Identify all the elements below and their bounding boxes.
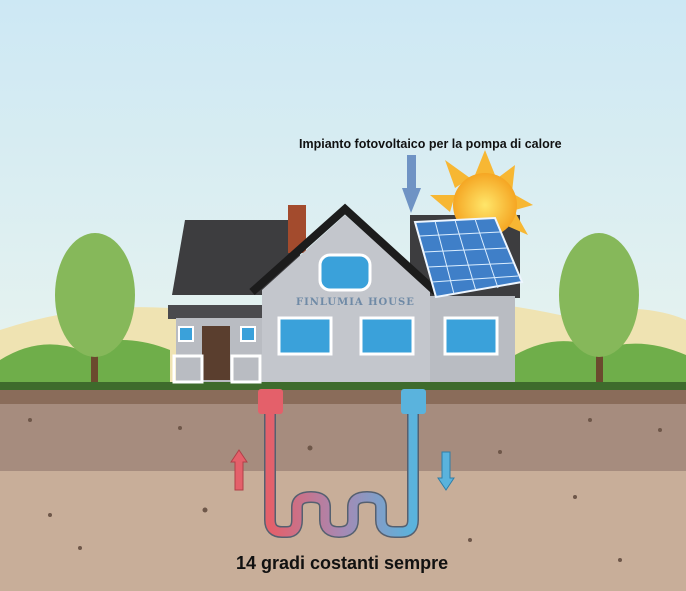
soil-upper bbox=[0, 404, 686, 471]
solar-caption: Impianto fotovoltaico per la pompa di ca… bbox=[299, 137, 562, 151]
house-name: FINLUMIA HOUSE bbox=[296, 297, 415, 308]
arrow-down-icon bbox=[402, 155, 421, 213]
geothermal-pipe-loop bbox=[258, 389, 426, 539]
cold-pipe-inlet bbox=[401, 389, 426, 414]
chimney bbox=[288, 205, 306, 253]
solar-panel bbox=[413, 216, 524, 299]
ground-temperature-caption: 14 gradi costanti sempre bbox=[236, 553, 449, 573]
arrow-down-cold-icon bbox=[437, 451, 455, 491]
soil-pebbles bbox=[28, 418, 662, 562]
hot-pipe-inlet bbox=[258, 389, 283, 414]
arrow-up-icon bbox=[230, 449, 248, 491]
tree-left bbox=[55, 233, 135, 385]
grass-strip bbox=[0, 382, 686, 390]
topsoil bbox=[0, 390, 686, 404]
tree-right bbox=[559, 233, 639, 385]
